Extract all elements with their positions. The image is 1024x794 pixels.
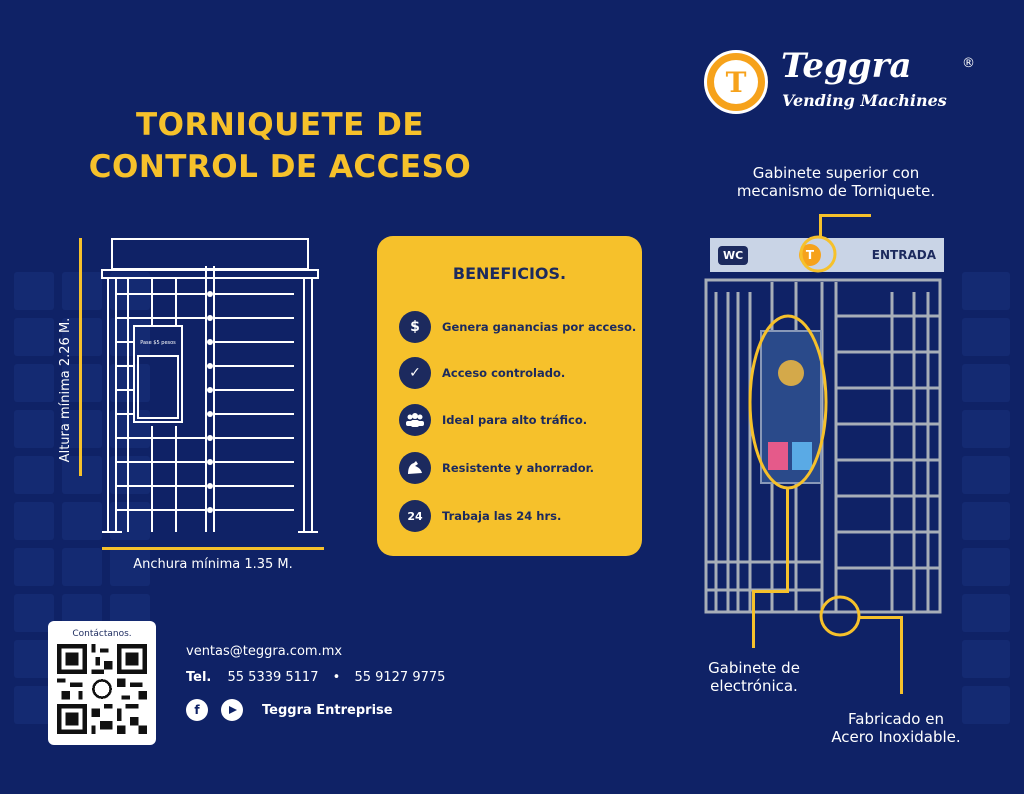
benefit-item: $ Genera ganancias por acceso. <box>399 311 636 343</box>
photo-header-panel: WC T ENTRADA <box>710 238 944 272</box>
whatsapp-qr-code[interactable] <box>57 644 147 734</box>
diagram-sign-text: Pase $5 pesos <box>140 340 176 346</box>
contact-phone: Tel. 55 5339 5117 • 55 9127 9775 <box>186 670 445 685</box>
connector-line <box>819 214 822 238</box>
people-icon <box>399 404 431 436</box>
callout-material: Fabricado en Acero Inoxidable. <box>804 710 988 746</box>
title-line-1: TORNIQUETE DE <box>135 107 425 143</box>
contact-email[interactable]: ventas@teggra.com.mx <box>186 644 343 659</box>
benefit-item: ✓ Acceso controlado. <box>399 357 565 389</box>
registered-mark: ® <box>962 56 975 71</box>
contact-card-title: Contáctanos. <box>72 629 132 639</box>
connector-line <box>859 616 903 619</box>
youtube-icon[interactable] <box>221 699 243 721</box>
benefit-label: Trabaja las 24 hrs. <box>442 509 562 523</box>
photo-highlights <box>748 235 861 637</box>
callout-electronics-line-1: Gabinete de <box>708 659 800 677</box>
logo-emblem: T <box>704 50 768 114</box>
social-account-name[interactable]: Teggra Entreprise <box>262 702 393 718</box>
entrada-label: ENTRADA <box>871 248 936 262</box>
connector-line <box>786 488 789 592</box>
check-icon: ✓ <box>399 357 431 389</box>
callout-electronics: Gabinete de electrónica. <box>686 659 822 695</box>
callout-top-cabinet: Gabinete superior con mecanismo de Torni… <box>704 164 968 200</box>
benefit-label: Acceso controlado. <box>442 366 566 380</box>
turnstile-diagram: Pase $5 pesos <box>101 238 319 533</box>
benefit-item: 24 Trabaja las 24 hrs. <box>399 500 561 532</box>
page-title: TORNIQUETE DE CONTROL DE ACCESO <box>60 104 500 188</box>
benefit-item: Resistente y ahorrador. <box>399 452 594 484</box>
strength-icon <box>399 452 431 484</box>
connector-line <box>819 214 871 217</box>
callout-top-line-2: mecanismo de Torniquete. <box>736 182 936 200</box>
tel-label: Tel. <box>186 670 212 685</box>
facebook-icon[interactable]: f <box>186 699 208 721</box>
clock-24-icon: 24 <box>399 500 431 532</box>
wc-badge: WC <box>718 245 749 265</box>
phone-separator: • <box>332 670 341 685</box>
decorative-grid-left <box>14 272 150 724</box>
benefit-item: Ideal para alto tráfico. <box>399 404 587 436</box>
benefit-label: Genera ganancias por acceso. <box>442 320 637 334</box>
teggra-logo: T Teggra ® Vending Machines <box>704 46 984 118</box>
mini-logo-icon: T <box>799 244 821 266</box>
callout-electronics-line-2: electrónica. <box>710 677 798 695</box>
men-sign <box>792 442 812 470</box>
electronics-panel <box>760 330 822 484</box>
decorative-grid-right <box>962 272 1010 724</box>
width-dimension-line <box>102 547 324 550</box>
callout-material-line-2: Acero Inoxidable. <box>831 728 961 746</box>
connector-line <box>752 590 789 593</box>
women-sign <box>768 442 788 470</box>
benefit-label: Resistente y ahorrador. <box>442 461 595 475</box>
title-line-2: CONTROL DE ACCESO <box>88 149 472 185</box>
coin-slot <box>778 360 804 386</box>
callout-material-line-1: Fabricado en <box>848 710 944 728</box>
connector-line <box>752 590 755 648</box>
logo-letter: T <box>714 60 758 104</box>
phone-2[interactable]: 55 9127 9775 <box>354 670 446 685</box>
benefit-label: Ideal para alto tráfico. <box>442 413 588 427</box>
callout-top-line-1: Gabinete superior con <box>752 164 920 182</box>
logo-subtitle: Vending Machines <box>782 91 947 110</box>
benefits-card: BENEFICIOS. $ Genera ganancias por acces… <box>377 236 642 556</box>
money-icon: $ <box>399 311 431 343</box>
height-dimension-line <box>79 238 82 476</box>
contact-card: Contáctanos. <box>48 621 156 745</box>
logo-name: Teggra <box>781 46 912 86</box>
social-links: f Teggra Entreprise <box>186 699 393 721</box>
benefits-heading: BENEFICIOS. <box>452 264 567 283</box>
phone-1[interactable]: 55 5339 5117 <box>227 670 319 685</box>
width-dimension-label: Anchura mínima 1.35 M. <box>133 557 293 572</box>
height-dimension-label: Altura mínima 2.26 M. <box>58 317 73 463</box>
connector-line <box>900 616 903 694</box>
